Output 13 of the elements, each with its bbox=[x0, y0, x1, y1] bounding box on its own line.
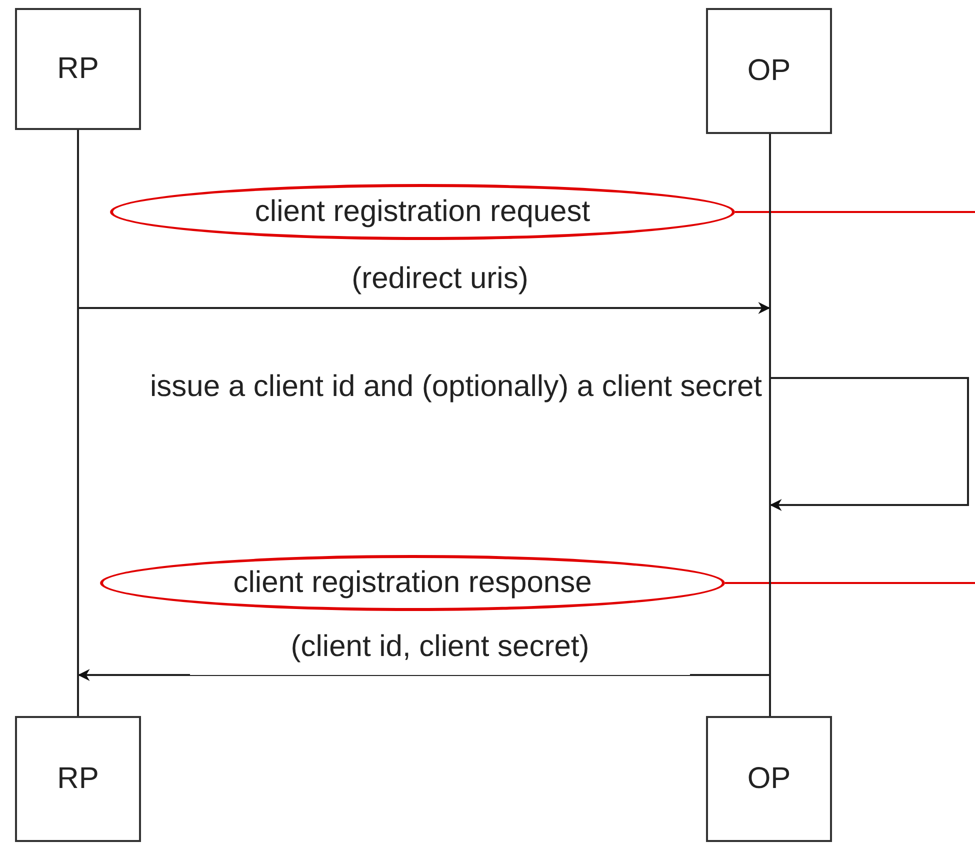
lifeline bbox=[769, 134, 771, 716]
lifeline bbox=[77, 130, 79, 716]
highlight-ellipse: client registration request bbox=[110, 184, 735, 240]
participant-box: RP bbox=[15, 8, 141, 130]
self-message-arrow bbox=[770, 377, 969, 511]
leader-line bbox=[725, 582, 975, 584]
leader-line bbox=[735, 211, 975, 213]
message-arrow bbox=[79, 302, 770, 314]
participant-box: RP bbox=[15, 716, 141, 842]
participant-box: OP bbox=[706, 8, 832, 134]
highlight-ellipse: client registration response bbox=[100, 555, 725, 611]
participant-box: OP bbox=[706, 716, 832, 842]
message-arrow bbox=[78, 669, 769, 681]
